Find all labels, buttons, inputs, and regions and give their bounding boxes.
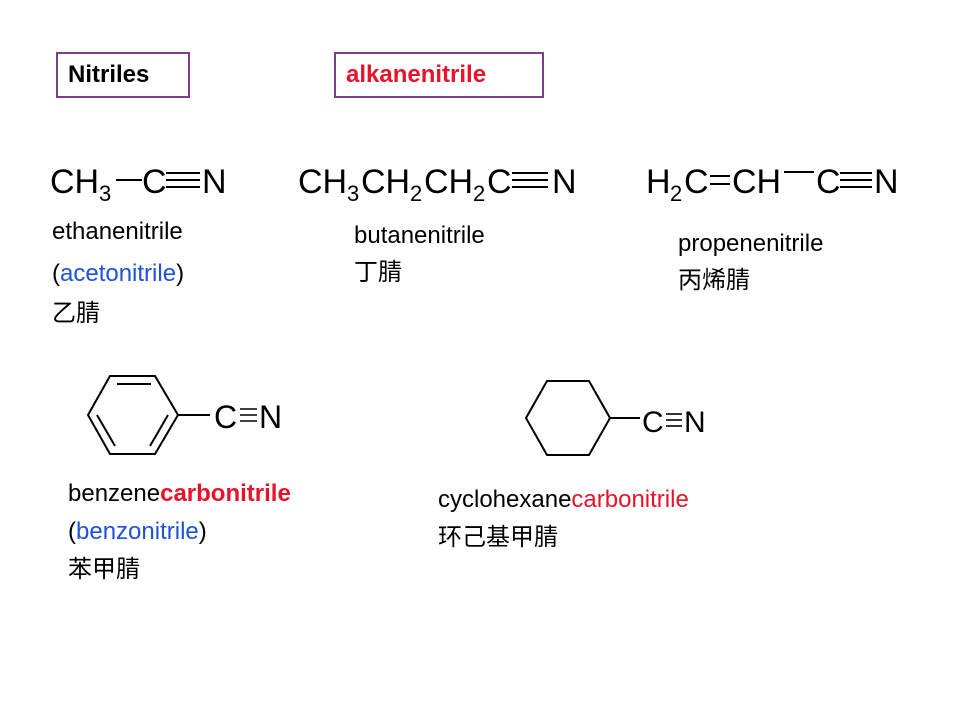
ethanenitrile-formula: CH 3 C N [50,163,227,206]
name-prefix: benzene [68,480,161,507]
paren-close: ) [176,260,185,287]
formula-ch: CH [732,163,781,201]
formula-c: C [487,163,512,201]
formula-ch: CH [50,163,99,201]
formula-ch: CH [361,163,410,201]
formula-subscript: 2 [473,181,485,206]
formula-subscript: 2 [410,181,422,206]
triple-bond [166,172,200,188]
benzenecarbonitrile-name: benzenecarbonitrile [68,476,291,512]
formula-n: N [684,406,706,439]
formula-ch: CH [298,163,347,201]
formula-c: C [142,163,167,201]
propenenitrile-name: propenenitrile [678,230,824,257]
common-name: benzonitrile [76,518,199,545]
formula-c: C [642,406,664,439]
paren-open: ( [52,260,60,287]
butanenitrile-name: butanenitrile [354,222,485,249]
butanenitrile-chinese-name: 丁腈 [354,259,402,286]
formula-subscript: 3 [347,181,359,206]
formula-c: C [684,163,709,201]
double-bond [710,175,730,185]
formula-c: C [816,163,841,201]
paren-close: ) [198,518,207,545]
formula-c: C [214,399,237,435]
formula-subscript: 2 [670,181,682,206]
triple-bond [666,413,682,427]
propenenitrile-formula: H 2 C CH C N [646,163,899,206]
formula-n: N [259,399,282,435]
ethanenitrile-name: ethanenitrile [52,218,183,245]
common-name: acetonitrile [60,260,177,287]
benzenecarbonitrile-chinese-name: 苯甲腈 [68,556,140,583]
benzenecarbonitrile-cn-group: C N [214,399,282,435]
alkanenitrile-label: alkanenitrile [334,52,544,98]
formula-ch: CH [424,163,473,201]
ethanenitrile-common-name: (acetonitrile) [52,256,184,292]
formula-subscript: 3 [99,181,111,206]
name-suffix: carbonitrile [571,486,689,513]
formula-n: N [874,163,899,201]
triple-bond [512,172,548,188]
cyclohexanecarbonitrile-name: cyclohexanecarbonitrile [438,482,689,518]
propenenitrile-chinese-name: 丙烯腈 [678,267,750,294]
cyclohexanecarbonitrile-cn-group: C N [642,406,706,439]
paren-open: ( [68,518,76,545]
cyclohexanecarbonitrile-chinese-name: 环己基甲腈 [438,524,558,551]
formula-h: H [646,163,671,201]
name-suffix: carbonitrile [160,480,291,507]
formula-n: N [202,163,227,201]
ethanenitrile-chinese-name: 乙腈 [52,300,100,327]
name-prefix: cyclohexane [438,486,572,513]
butanenitrile-formula: CH 3 CH 2 CH 2 C N [298,163,577,206]
cyclohexane-ring [524,380,612,456]
triple-bond [840,172,872,188]
formula-n: N [552,163,577,201]
nitriles-label: Nitriles [56,52,190,98]
triple-bond [240,408,257,422]
benzenecarbonitrile-common-name: (benzonitrile) [68,514,207,550]
benzene-ring [86,375,180,455]
